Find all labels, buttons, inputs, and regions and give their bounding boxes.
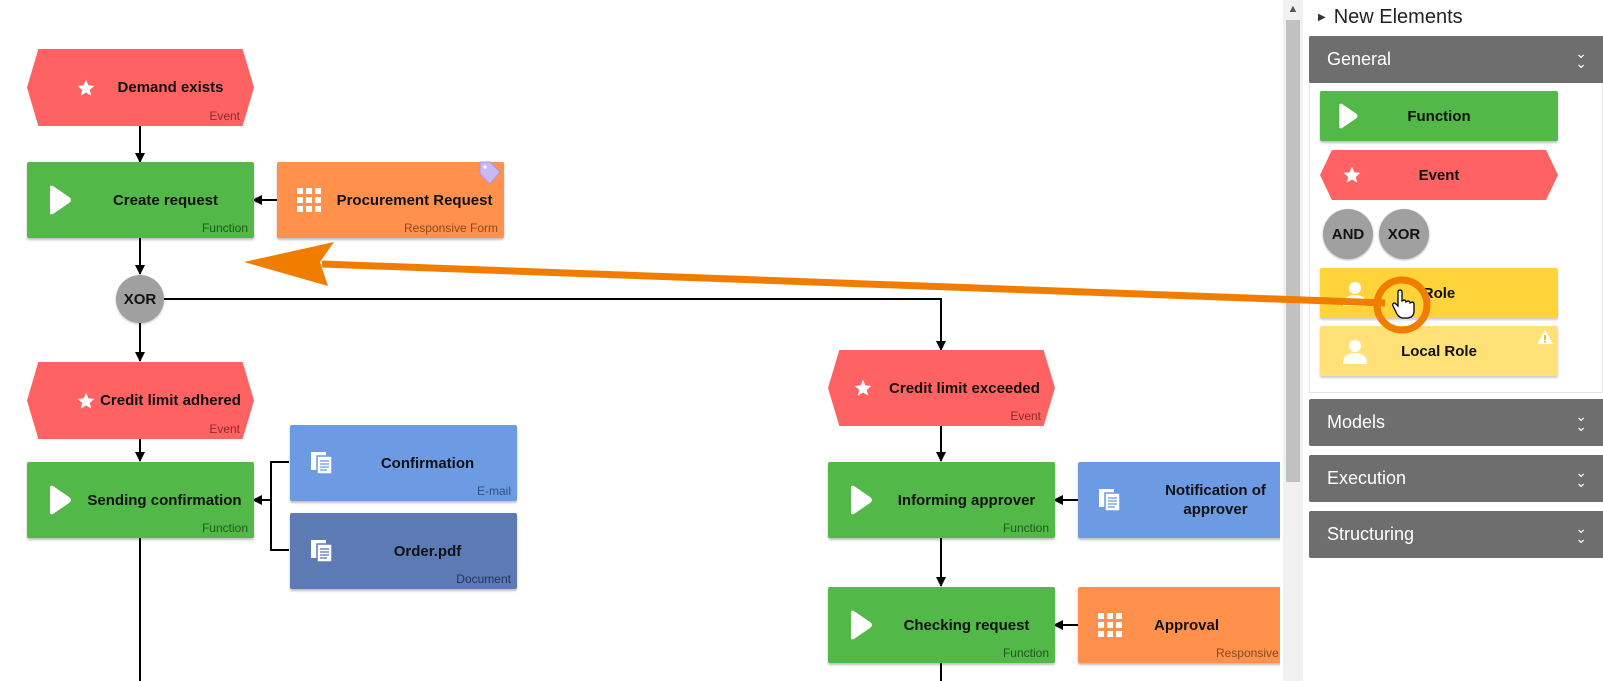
function-play-icon <box>846 484 876 516</box>
node-type: E-mail <box>476 484 511 498</box>
palette-xor-gateway[interactable]: XOR <box>1379 209 1429 259</box>
section-label: Models <box>1327 412 1386 432</box>
palette-label: Function <box>1407 107 1471 125</box>
node-label: Approval <box>1153 616 1219 634</box>
palette-role[interactable]: Role <box>1320 268 1558 318</box>
new-elements-panel: ▶ New Elements General ⌄⌄ Function Event… <box>1303 0 1603 681</box>
section-execution[interactable]: Execution ⌄⌄ <box>1309 455 1603 502</box>
node-type: Function <box>1002 646 1049 660</box>
node-label: Create request <box>112 191 219 209</box>
documents-icon <box>1096 486 1124 514</box>
palette-and-gateway[interactable]: AND <box>1323 209 1373 259</box>
warning-icon <box>1536 329 1554 350</box>
node-label: Order.pdf <box>393 542 462 560</box>
node-type: Function <box>1002 521 1049 535</box>
document-order-pdf[interactable]: Order.pdf Document <box>290 513 517 589</box>
section-general[interactable]: General ⌄⌄ <box>1309 36 1603 83</box>
connector <box>164 298 946 351</box>
event-demand-exists[interactable]: Demand exists Event <box>27 49 254 126</box>
double-chevron-down-icon: ⌄⌄ <box>1575 408 1587 434</box>
palette-label: Role <box>1422 284 1456 302</box>
node-type: Function <box>201 521 248 535</box>
palette-label: Local Role <box>1401 342 1477 360</box>
person-icon <box>1342 338 1368 369</box>
node-type: Event <box>1010 409 1041 423</box>
double-chevron-down-icon: ⌄⌄ <box>1575 464 1587 490</box>
node-label: Notification of approver <box>1165 482 1266 518</box>
function-sending-confirmation[interactable]: Sending confirmation Function <box>27 462 254 538</box>
node-type: Function <box>201 221 248 235</box>
grid-icon <box>295 186 323 214</box>
section-label: Execution <box>1327 468 1407 488</box>
section-models[interactable]: Models ⌄⌄ <box>1309 399 1603 446</box>
email-notification-of-approver[interactable]: Notification of approver E-mail <box>1078 462 1280 538</box>
function-play-icon <box>1336 103 1360 134</box>
panel-header[interactable]: ▶ New Elements <box>1318 6 1463 29</box>
node-label: Informing approver <box>897 491 1036 509</box>
vertical-scrollbar[interactable]: ▲ <box>1283 0 1303 681</box>
double-chevron-down-icon: ⌄⌄ <box>1575 520 1587 546</box>
double-chevron-down-icon: ⌄⌄ <box>1575 45 1587 71</box>
star-icon <box>73 75 99 101</box>
xor-gateway[interactable]: XOR <box>116 275 164 323</box>
node-label: Credit limit adhered <box>100 392 241 409</box>
documents-icon <box>308 449 336 477</box>
node-label: Demand exists <box>117 79 224 96</box>
star-icon <box>73 388 99 414</box>
connector <box>270 461 289 551</box>
section-label: Structuring <box>1327 524 1415 544</box>
palette-label: Event <box>1418 166 1460 184</box>
documents-icon <box>308 537 336 565</box>
palette-function[interactable]: Function <box>1320 91 1558 141</box>
function-create-request[interactable]: Create request Function <box>27 162 254 238</box>
function-play-icon <box>45 484 75 516</box>
diagram-canvas[interactable]: Demand exists Event Create request Funct… <box>0 0 1280 681</box>
form-approval[interactable]: Approval Responsive Form <box>1078 587 1280 663</box>
section-structuring[interactable]: Structuring ⌄⌄ <box>1309 511 1603 558</box>
event-credit-limit-adhered[interactable]: Credit limit adhered Event <box>27 362 254 439</box>
function-checking-request[interactable]: Checking request Function <box>828 587 1055 663</box>
star-icon <box>1342 165 1362 190</box>
panel-title: New Elements <box>1333 6 1463 28</box>
node-label: Sending confirmation <box>87 491 242 509</box>
node-type: Document <box>456 572 511 586</box>
caret-right-icon: ▶ <box>1318 12 1326 23</box>
function-play-icon <box>45 184 75 216</box>
function-play-icon <box>846 609 876 641</box>
event-credit-limit-exceeded[interactable]: Credit limit exceeded Event <box>828 350 1055 426</box>
node-type: Responsive Form <box>403 221 498 235</box>
node-type: Event <box>209 422 240 436</box>
node-type: Event <box>209 109 240 123</box>
palette-local-role[interactable]: Local Role <box>1320 326 1558 376</box>
grid-icon <box>1096 611 1124 639</box>
section-label: General <box>1327 49 1392 69</box>
node-label: Confirmation <box>380 454 475 472</box>
node-label: Credit limit exceeded <box>889 379 1040 397</box>
node-label: Procurement Request <box>336 191 493 209</box>
general-section-body: Function Event AND XOR Role Local Role <box>1309 83 1603 393</box>
star-icon <box>850 375 876 401</box>
scrollbar-thumb[interactable] <box>1286 20 1300 482</box>
node-label: Checking request <box>903 616 1030 634</box>
email-confirmation[interactable]: Confirmation E-mail <box>290 425 517 501</box>
node-type: Responsive Form <box>1215 646 1280 660</box>
palette-event[interactable]: Event <box>1320 150 1558 200</box>
function-informing-approver[interactable]: Informing approver Function <box>828 462 1055 538</box>
scroll-up-icon[interactable]: ▲ <box>1287 3 1299 15</box>
form-procurement-request[interactable]: Procurement Request Responsive Form <box>277 162 504 238</box>
tag-icon <box>479 161 501 185</box>
